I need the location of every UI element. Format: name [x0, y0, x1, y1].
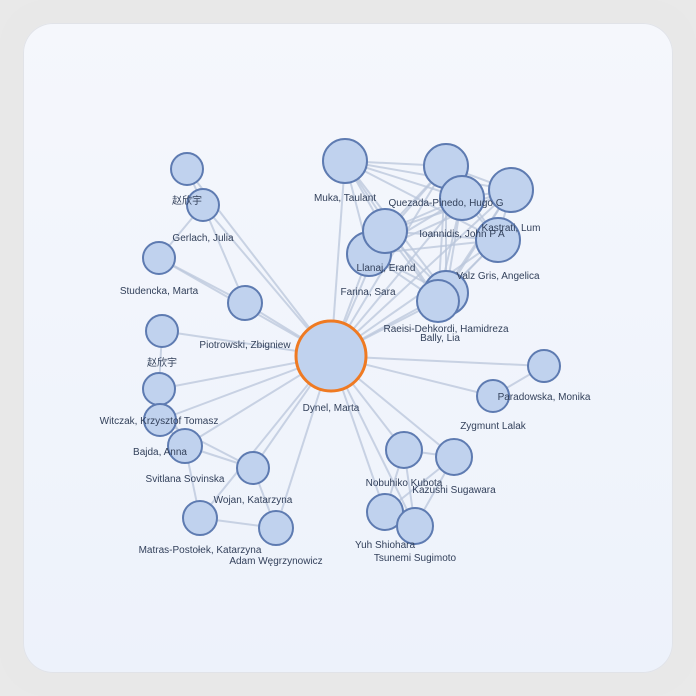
node-label-muka: Muka, Taulant: [314, 193, 376, 204]
node-label-zhao2: 赵欣宇: [147, 356, 177, 369]
avatar-ring: [186, 188, 220, 222]
node-label-piotrowski: Piotrowski, Zbigniew: [199, 340, 291, 351]
node-label-sugimoto: Tsunemi Sugimoto: [374, 553, 457, 564]
node-farina[interactable]: [362, 208, 408, 254]
node-witczak[interactable]: [142, 372, 176, 406]
node-circle: [435, 438, 473, 476]
node-bally[interactable]: [416, 279, 460, 323]
edge-bajda-wojan: [159, 419, 254, 469]
node-sviltana[interactable]: [167, 428, 203, 464]
label-layer: Dynel, Marta 赵欣宇 Gerlach, JuliaStudencka, …: [100, 193, 591, 567]
node-circle: [488, 167, 534, 213]
node-ioannidis[interactable]: [439, 175, 485, 221]
edge-dynel-kastrati: [330, 189, 512, 357]
node-layer: [142, 138, 561, 546]
node-circle: [170, 152, 204, 186]
node-adam[interactable]: [258, 510, 294, 546]
node-circle: [439, 175, 485, 221]
node-zygmunt[interactable]: [476, 379, 510, 418]
node-label-sviltana: Svitlana Sovinska: [146, 474, 225, 485]
node-label-kubota: Nobuhiko Kubota: [366, 478, 443, 489]
node-bajda[interactable]: [143, 403, 177, 442]
node-label-wojan: Wojan, Katarzyna: [214, 495, 293, 506]
node-sugimoto[interactable]: [396, 507, 434, 545]
node-label-valz: Valz Gris, Angelica: [456, 271, 540, 282]
node-paradowska[interactable]: [527, 349, 561, 383]
node-matras[interactable]: [182, 500, 218, 536]
node-label-gerlach: Gerlach, Julia: [172, 233, 234, 244]
node-valz[interactable]: [475, 217, 521, 263]
avatar-ring: [143, 403, 177, 437]
node-dynel[interactable]: [294, 319, 368, 405]
node-label-witczak: Witczak, Krzysztof Tomasz: [100, 416, 219, 427]
node-label-quezada: Quezada-Pinedo, Hugo G: [388, 198, 503, 209]
node-circle: [322, 138, 368, 184]
node-label-matras: Matras-Postołek, Katarzyna: [139, 545, 262, 556]
node-gerlach[interactable]: [186, 188, 220, 227]
edge-muka-valz: [344, 160, 499, 241]
node-circle: [385, 431, 423, 469]
node-wojan[interactable]: [236, 451, 270, 485]
node-circle: [182, 500, 218, 536]
node-label-sugawara: Kazushi Sugawara: [412, 485, 496, 496]
node-label-farina: Farina, Sara: [340, 287, 395, 298]
node-label-zhao_top: 赵欣宇: [172, 194, 202, 207]
node-circle: [527, 349, 561, 383]
node-label-raeisi: Raeisi-Dehkordi, Hamidreza: [383, 324, 508, 335]
node-kubota[interactable]: [385, 431, 423, 469]
node-circle: [236, 451, 270, 485]
node-piotrowski[interactable]: [227, 285, 263, 327]
node-circle: [396, 507, 434, 545]
node-label-bajda: Bajda, Anna: [133, 447, 187, 458]
node-kastrati[interactable]: [488, 167, 534, 213]
node-circle: [475, 217, 521, 263]
node-studencka[interactable]: [142, 241, 176, 280]
node-zhao_top[interactable]: [170, 152, 204, 186]
node-label-kastrati: Kastrati, Lum: [482, 223, 541, 234]
node-label-adam: Adam Węgrzynowicz: [229, 556, 322, 567]
avatar-ring: [294, 319, 368, 393]
node-label-zygmunt: Zygmunt Lalak: [460, 421, 527, 432]
node-label-studencka: Studencka, Marta: [120, 286, 199, 297]
node-circle: [258, 510, 294, 546]
node-label-paradowska: Paradowska, Monika: [498, 392, 591, 403]
node-muka[interactable]: [322, 138, 368, 184]
node-zhao2[interactable]: [145, 314, 179, 348]
node-label-ioannidis: Ioannidis, John P A: [419, 229, 505, 240]
avatar-ring: [476, 379, 510, 413]
node-label-dynel: Dynel, Marta: [303, 403, 360, 414]
node-circle: [362, 208, 408, 254]
node-circle: [416, 279, 460, 323]
avatar-ring: [227, 285, 263, 321]
node-label-llanaj: Llanaj, Erand: [357, 263, 416, 274]
node-label-bally: Bally, Lia: [420, 333, 460, 344]
node-sugawara[interactable]: [435, 438, 473, 476]
node-circle: [167, 428, 203, 464]
node-label-shiohara: Yuh Shiohara: [355, 540, 415, 551]
node-circle: [145, 314, 179, 348]
avatar-ring: [142, 241, 176, 275]
node-circle: [142, 372, 176, 406]
